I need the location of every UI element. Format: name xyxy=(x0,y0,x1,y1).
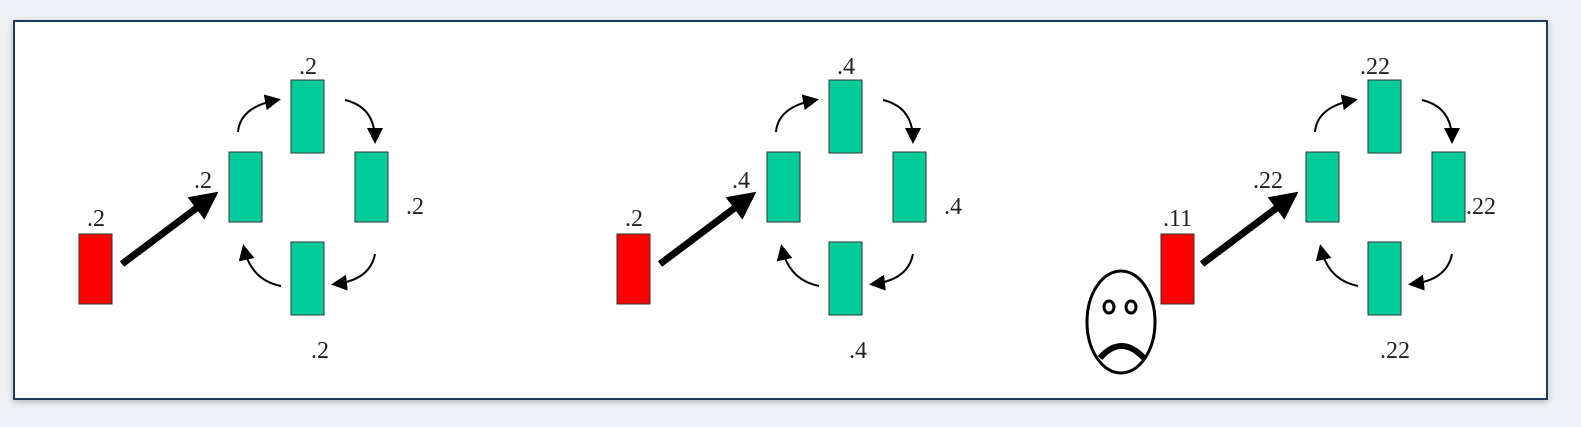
cycle-arrow-right-to-bottom xyxy=(1408,253,1453,291)
panel-1: .2 .2 .2 .2 .2 xyxy=(78,54,424,364)
label-right: .4 xyxy=(944,194,962,220)
source-label: .2 xyxy=(87,206,105,232)
cycle-arrow-top-to-right xyxy=(344,99,383,144)
cycle-arrow-right-to-bottom xyxy=(869,253,914,291)
source-to-cycle-arrow xyxy=(1199,191,1299,267)
cycle-node-bottom xyxy=(828,241,863,316)
cycle-arrow-left-to-top xyxy=(775,94,819,133)
cycle-node-bottom xyxy=(1367,241,1402,316)
source-node xyxy=(1160,233,1195,305)
cycle-node-right xyxy=(354,151,389,223)
cycle-arrow-left-to-top xyxy=(1314,94,1358,133)
label-top: .22 xyxy=(1360,54,1390,80)
label-bottom: .4 xyxy=(849,338,867,364)
cycle-node-left xyxy=(228,151,263,223)
sad-face-icon xyxy=(1085,269,1157,375)
source-label: .2 xyxy=(625,206,643,232)
cycle-node-left xyxy=(766,151,801,223)
cycle-node-right xyxy=(892,151,927,223)
source-node xyxy=(616,233,651,305)
label-left: .2 xyxy=(194,168,212,194)
label-left: .22 xyxy=(1253,168,1283,194)
cycle-arrow-top-to-right xyxy=(1421,99,1460,144)
label-bottom: .22 xyxy=(1380,338,1410,364)
cycle-node-top xyxy=(290,79,325,154)
cycle-arrow-bottom-to-left xyxy=(1315,244,1359,287)
cycle-arrow-bottom-to-left xyxy=(776,244,820,287)
label-top: .2 xyxy=(299,54,317,80)
label-left: .4 xyxy=(732,168,750,194)
diagram-frame: .2 .2 .2 .2 .2 .2 xyxy=(13,20,1548,400)
cycle-node-top xyxy=(828,79,863,154)
source-node xyxy=(78,233,113,305)
label-right: .2 xyxy=(406,194,424,220)
cycle-node-bottom xyxy=(290,241,325,316)
panel-2: .2 .4 .4 .4 .4 xyxy=(616,54,962,364)
cycle-arrow-right-to-bottom xyxy=(331,253,376,291)
cycle-node-left xyxy=(1305,151,1340,223)
cycle-arrow-bottom-to-left xyxy=(238,244,282,287)
label-right: .22 xyxy=(1466,194,1496,220)
panel-3: .11 .22 .22 .22 .22 xyxy=(1085,54,1496,375)
source-to-cycle-arrow xyxy=(119,191,219,267)
label-top: .4 xyxy=(837,54,855,80)
cycle-node-right xyxy=(1431,151,1466,223)
label-bottom: .2 xyxy=(311,338,329,364)
source-label: .11 xyxy=(1163,206,1192,232)
cycle-arrow-top-to-right xyxy=(882,99,921,144)
pagerank-diagram: .2 .2 .2 .2 .2 .2 xyxy=(78,54,1496,375)
source-to-cycle-arrow xyxy=(657,191,757,267)
cycle-node-top xyxy=(1367,79,1402,154)
cycle-arrow-left-to-top xyxy=(237,94,281,133)
